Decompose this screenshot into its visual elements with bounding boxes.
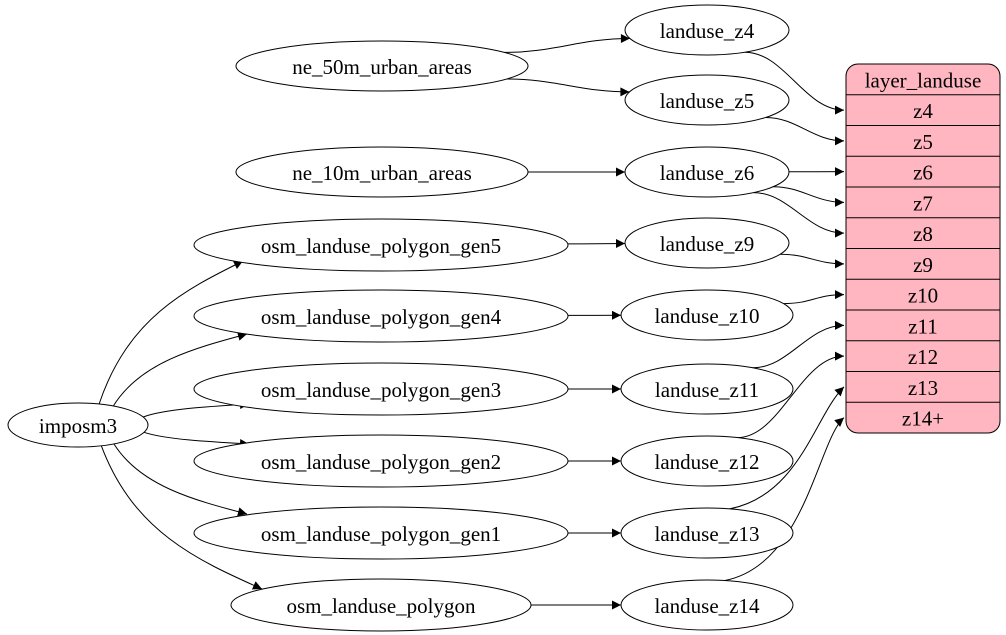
node-label-osm_landuse_polygon_gen5: osm_landuse_polygon_gen5 [261,234,501,258]
edge-landuse_z10-to-layer_landuse-z10 [783,290,845,305]
table-row-z12: z12 [908,345,938,369]
edge-landuse_z14-to-layer_landuse-z14+ [724,417,845,581]
node-ne_10m_urban_areas: ne_10m_urban_areas [235,146,529,198]
node-osm_landuse_polygon_gen1: osm_landuse_polygon_gen1 [193,506,569,560]
edge-imposm3-to-osm_landuse_polygon [100,445,263,590]
node-label-osm_landuse_polygon: osm_landuse_polygon [287,594,476,618]
node-ellipse-osm_landuse_polygon [230,578,532,632]
edge-layer [98,34,845,610]
node-ellipse-ne_10m_urban_areas [235,146,529,198]
node-ellipse-osm_landuse_polygon_gen1 [193,506,569,560]
edge-landuse_z12-to-layer_landuse-z12 [737,351,845,439]
edge-landuse_z5-to-layer_landuse-z5 [765,117,845,146]
node-ellipse-ne_50m_urban_areas [235,40,529,92]
node-landuse_z11: landuse_z11 [620,363,794,415]
node-label-landuse_z4: landuse_z4 [660,19,755,43]
edge-landuse_z6-to-layer_landuse-z8 [753,192,845,238]
table-row-z13: z13 [908,376,938,400]
node-osm_landuse_polygon_gen5: osm_landuse_polygon_gen5 [193,218,569,272]
edge-landuse_z6-to-layer_landuse-z7 [773,186,845,207]
node-osm_landuse_polygon_gen3: osm_landuse_polygon_gen3 [193,362,569,416]
edge-landuse_z13-to-layer_landuse-z13 [729,386,845,510]
node-label-osm_landuse_polygon_gen3: osm_landuse_polygon_gen3 [261,378,501,402]
node-landuse_z6: landuse_z6 [624,146,790,198]
node-landuse_z12: landuse_z12 [620,435,794,487]
node-label-landuse_z6: landuse_z6 [660,161,754,185]
table-row-z8: z8 [913,222,933,246]
node-label-landuse_z14: landuse_z14 [655,594,760,618]
node-label-landuse_z12: landuse_z12 [655,450,760,474]
edge-ne_50m_urban_areas-to-landuse_z4 [504,34,630,53]
node-ellipse-landuse_z9 [624,217,790,269]
node-osm_landuse_polygon_gen4: osm_landuse_polygon_gen4 [193,289,569,343]
node-imposm3: imposm3 [7,402,149,448]
node-landuse_z14: landuse_z14 [620,579,794,631]
node-layer_landuse: layer_landuse z4 z5 z6 z7 z8 z9 z10 z11 z12 z13 z14… [845,63,1001,434]
edge-imposm3-to-osm_landuse_polygon_gen5 [98,260,244,405]
node-ellipse-osm_landuse_polygon_gen2 [193,434,569,488]
node-label-osm_landuse_polygon_gen4: osm_landuse_polygon_gen4 [261,305,502,329]
node-landuse_z5: landuse_z5 [624,74,790,126]
node-layer: imposm3 ne_50m_urban_areas ne_10m_urban_ar… [7,4,1001,632]
node-ellipse-landuse_z14 [620,579,794,631]
edge-landuse_z4-to-layer_landuse-z4 [744,51,845,115]
node-osm_landuse_polygon: osm_landuse_polygon [230,578,532,632]
node-ellipse-landuse_z12 [620,435,794,487]
node-ellipse-landuse_z10 [620,289,794,341]
node-ellipse-landuse_z6 [624,146,790,198]
edge-landuse_z9-to-layer_landuse-z9 [780,253,845,269]
node-ellipse-imposm3 [7,402,149,448]
table-title: layer_landuse [865,68,982,92]
node-osm_landuse_polygon_gen2: osm_landuse_polygon_gen2 [193,434,569,488]
node-label-landuse_z11: landuse_z11 [655,378,759,402]
edge-imposm3-to-osm_landuse_polygon_gen2 [143,431,250,449]
node-label-imposm3: imposm3 [39,414,117,438]
table-row-z7: z7 [913,191,933,215]
node-ellipse-landuse_z5 [624,74,790,126]
node-ellipse-osm_landuse_polygon_gen4 [193,289,569,343]
table-row-z9: z9 [913,253,933,277]
node-ellipse-landuse_z4 [624,4,790,56]
node-ellipse-landuse_z11 [620,363,794,415]
node-ellipse-osm_landuse_polygon_gen3 [193,362,569,416]
node-label-ne_50m_urban_areas: ne_50m_urban_areas [292,55,472,79]
node-label-landuse_z5: landuse_z5 [660,89,754,113]
node-label-ne_10m_urban_areas: ne_10m_urban_areas [292,161,472,185]
node-ellipse-landuse_z13 [620,507,794,559]
node-landuse_z4: landuse_z4 [624,4,790,56]
node-label-osm_landuse_polygon_gen2: osm_landuse_polygon_gen2 [261,450,501,474]
node-landuse_z13: landuse_z13 [620,507,794,559]
node-label-osm_landuse_polygon_gen1: osm_landuse_polygon_gen1 [261,522,501,546]
table-row-z4: z4 [913,99,933,123]
node-label-landuse_z10: landuse_z10 [655,304,760,328]
edge-imposm3-to-osm_landuse_polygon_gen1 [113,443,248,517]
table-row-z5: z5 [913,130,933,154]
node-label-landuse_z13: landuse_z13 [655,522,760,546]
node-ellipse-osm_landuse_polygon_gen5 [193,218,569,272]
node-ne_50m_urban_areas: ne_50m_urban_areas [235,40,529,92]
table-row-z14+: z14+ [902,407,944,431]
edge-imposm3-to-osm_landuse_polygon_gen4 [112,331,248,407]
table-row-z6: z6 [913,161,933,185]
table-row-z11: z11 [908,314,938,338]
edge-ne_50m_urban_areas-to-landuse_z5 [506,78,630,97]
table-row-z10: z10 [908,284,938,308]
node-landuse_z10: landuse_z10 [620,289,794,341]
node-label-landuse_z9: landuse_z9 [660,232,754,256]
edge-imposm3-to-osm_landuse_polygon_gen3 [143,400,250,418]
edge-landuse_z11-to-layer_landuse-z11 [752,320,845,369]
node-landuse_z9: landuse_z9 [624,217,790,269]
